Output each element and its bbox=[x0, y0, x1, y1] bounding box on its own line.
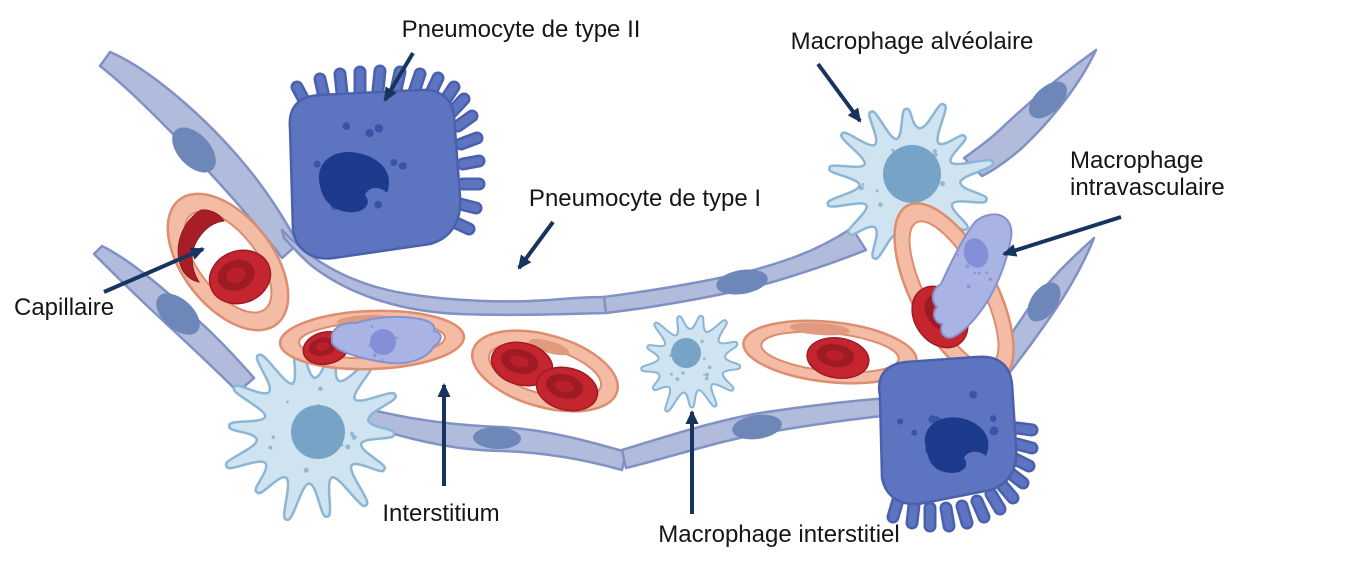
cytoplasm-dot bbox=[932, 149, 937, 154]
cytoplasm-dot bbox=[985, 271, 988, 275]
cytoplasm-dot bbox=[374, 124, 384, 133]
cytoplasm-dot bbox=[390, 159, 398, 167]
nucleus bbox=[924, 417, 989, 473]
type1-nucleus bbox=[732, 414, 782, 440]
endothelial-nucleus bbox=[528, 338, 570, 356]
cytoplasm-dot bbox=[345, 444, 351, 450]
capillary-middle-right bbox=[470, 329, 620, 413]
type1-nucleus bbox=[156, 293, 200, 335]
type1-nucleus bbox=[1028, 81, 1068, 119]
nucleus bbox=[370, 329, 396, 355]
red-blood-cell bbox=[806, 336, 870, 380]
type-2-pneumocyte-cell-top bbox=[288, 64, 486, 260]
cytoplasm-dot bbox=[928, 415, 937, 424]
nucleus bbox=[963, 238, 989, 268]
cell-body bbox=[931, 213, 1013, 339]
capillary-center bbox=[742, 319, 918, 385]
endothelial-nucleus bbox=[790, 322, 850, 336]
annotation-arrows bbox=[103, 51, 1122, 514]
arrow-macrophage-alveolaire bbox=[816, 62, 862, 123]
cytoplasm-dot bbox=[704, 376, 709, 381]
label-interstitium: Interstitium bbox=[382, 500, 500, 527]
cytoplasm-dot bbox=[681, 371, 685, 375]
type1-cell bbox=[602, 226, 868, 315]
cytoplasm-dot bbox=[342, 122, 351, 130]
label-pneumocyte-type-2: Pneumocyte de type II bbox=[401, 16, 641, 43]
arrow-capillaire bbox=[103, 247, 205, 294]
cytoplasm-dot bbox=[318, 386, 323, 392]
label-capillaire: Capillaire bbox=[14, 294, 115, 321]
type1-nucleus bbox=[172, 127, 216, 173]
label-macrophage-intravasculaire: Macrophage intravasculaire bbox=[1070, 147, 1225, 201]
cytoplasm-dot bbox=[399, 162, 407, 170]
cytoplasm-dot bbox=[370, 325, 374, 328]
cytoplasm-dot bbox=[989, 426, 999, 436]
cytoplasm-dot bbox=[990, 415, 997, 422]
type1-nucleus bbox=[1027, 282, 1061, 322]
cytoplasm-dot bbox=[381, 358, 384, 362]
red-blood-cell bbox=[535, 366, 599, 412]
cytoplasm-dot bbox=[878, 202, 883, 207]
cytoplasm-dot bbox=[969, 390, 977, 399]
cytoplasm-dot bbox=[965, 264, 970, 269]
arrow-pneumocyte-type-1 bbox=[517, 220, 555, 270]
arrow-pneumocyte-type-2 bbox=[383, 51, 415, 102]
cytoplasm-dot bbox=[977, 271, 981, 275]
red-blood-cell bbox=[302, 330, 350, 366]
cytoplasm-dot bbox=[675, 377, 680, 382]
cytoplasm-dot bbox=[268, 445, 273, 450]
nucleus bbox=[671, 338, 701, 368]
cytoplasm-dot bbox=[271, 435, 276, 440]
capillary-middle-left bbox=[278, 309, 466, 371]
cytoplasm-dot bbox=[966, 284, 971, 289]
cytoplasm-dot bbox=[668, 354, 672, 357]
cytoplasm-dot bbox=[707, 365, 712, 370]
cytoplasm-dot bbox=[374, 200, 383, 209]
cytoplasm-dot bbox=[303, 467, 309, 473]
cytoplasm-dot bbox=[700, 339, 704, 344]
cytoplasm-dot bbox=[703, 373, 706, 376]
cytoplasm-dot bbox=[956, 253, 960, 256]
cytoplasm-dot bbox=[313, 160, 321, 168]
intravascular-macrophage-cell bbox=[931, 213, 1013, 339]
cytoplasm-dot bbox=[861, 183, 865, 186]
nucleus bbox=[318, 151, 389, 213]
cytoplasm-dot bbox=[670, 372, 673, 376]
interstitial-macrophage-cell bbox=[640, 314, 741, 413]
cytoplasm-dot bbox=[897, 418, 904, 425]
label-pneumocyte-type-1: Pneumocyte de type I bbox=[528, 185, 762, 212]
cytoplasm-dot bbox=[351, 434, 357, 440]
microvilli bbox=[889, 424, 1036, 530]
intravascular-macrophage-cell-unlabeled bbox=[330, 315, 442, 365]
cytoplasm-dot bbox=[891, 148, 895, 152]
type-2-pneumocyte-cell-bottom bbox=[877, 355, 1039, 533]
cytoplasm-dot bbox=[875, 189, 879, 193]
cytoplasm-dot bbox=[911, 429, 918, 436]
cytoplasm-dot bbox=[395, 336, 399, 340]
cytoplasm-dot bbox=[365, 128, 374, 138]
cytoplasm-dot bbox=[702, 357, 706, 360]
label-macrophage-interstitiel: Macrophage interstitiel bbox=[658, 521, 900, 548]
cytoplasm-dot bbox=[973, 271, 977, 275]
capillary-left bbox=[166, 192, 290, 332]
cytoplasm-dot bbox=[988, 277, 992, 281]
cytoplasm-dot bbox=[286, 400, 289, 404]
red-blood-cell bbox=[208, 249, 272, 305]
nucleus bbox=[291, 405, 345, 459]
type1-nucleus bbox=[716, 269, 768, 295]
nucleus bbox=[883, 145, 941, 203]
alveolar-wall-upper bbox=[98, 48, 1098, 317]
cytoplasm-dot bbox=[939, 181, 946, 187]
cytoplasm-dot bbox=[705, 372, 709, 377]
label-macrophage-alveolaire: Macrophage alvéolaire bbox=[790, 28, 1034, 55]
type1-nucleus bbox=[473, 426, 521, 450]
arrow-macrophage-intravasculaire bbox=[1002, 215, 1122, 257]
red-blood-cell bbox=[490, 341, 554, 387]
cytoplasm-dot bbox=[372, 353, 377, 358]
cytoplasm-dot bbox=[859, 185, 864, 191]
